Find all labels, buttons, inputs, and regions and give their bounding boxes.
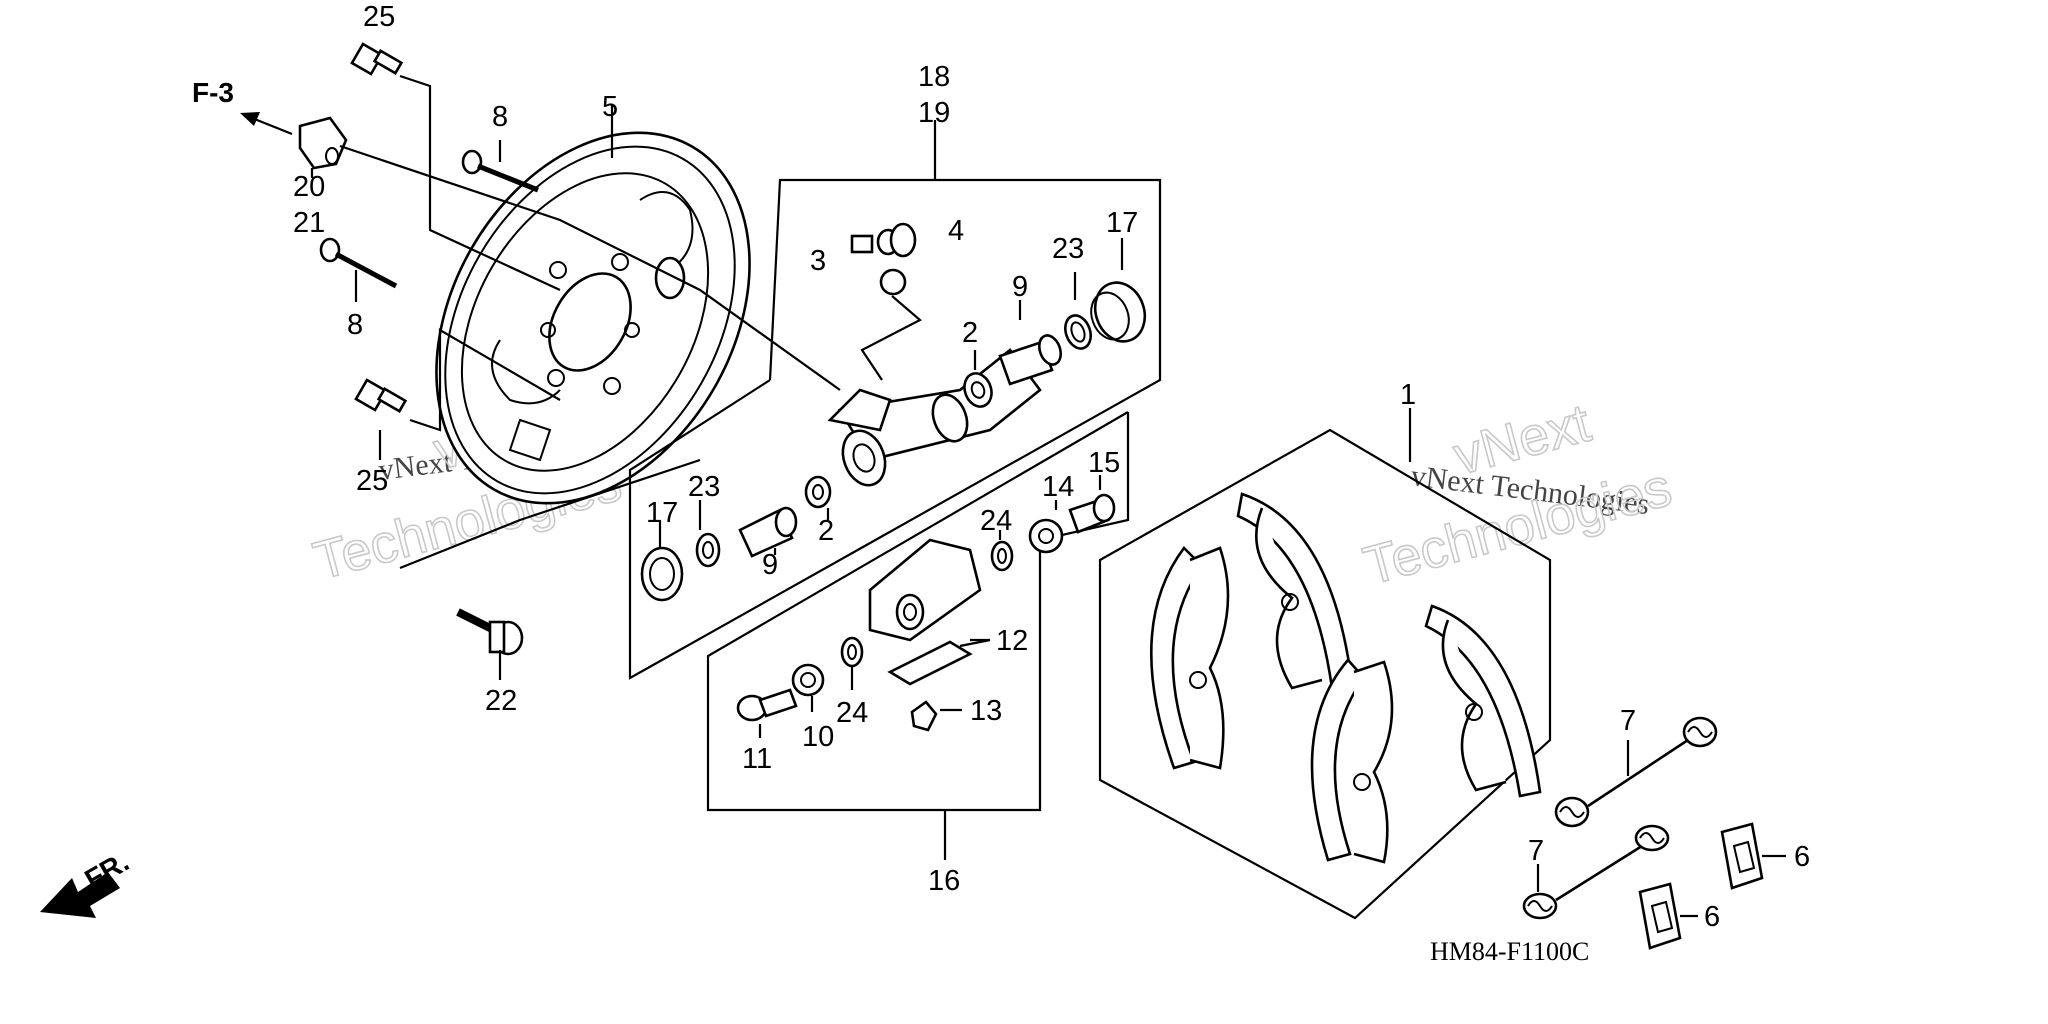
washer-24-upper bbox=[990, 540, 1014, 572]
spring-7-upper bbox=[1554, 716, 1718, 828]
screw-15 bbox=[1068, 493, 1116, 534]
ring-23-lower bbox=[695, 532, 721, 568]
spring-clip-6 bbox=[1720, 822, 1764, 890]
callout-labels: 25 8 5 20 21 8 25 22 18 19 3 4 2 9 23 17… bbox=[293, 1, 1810, 933]
callout-7: 7 bbox=[1620, 705, 1636, 737]
screw-11 bbox=[736, 688, 798, 722]
brake-shoe bbox=[1424, 604, 1542, 798]
callout-3: 3 bbox=[810, 245, 826, 277]
piston-9-upper bbox=[998, 334, 1063, 386]
star-wheel-10 bbox=[791, 663, 825, 697]
piston-9-lower bbox=[738, 506, 798, 558]
callout-19: 19 bbox=[918, 97, 950, 129]
clip-20 bbox=[298, 116, 348, 170]
callout-25: 25 bbox=[363, 1, 395, 33]
spring-clip-6 bbox=[1638, 882, 1682, 950]
adjuster-box bbox=[706, 411, 1130, 860]
washer-24-lower bbox=[840, 636, 864, 668]
arrow-icon bbox=[240, 112, 260, 126]
callout-22: 22 bbox=[485, 685, 517, 717]
brake-shoe bbox=[1310, 658, 1394, 864]
callout-9: 9 bbox=[762, 549, 778, 581]
callout-17: 17 bbox=[1106, 207, 1138, 239]
callout-2: 2 bbox=[818, 515, 834, 547]
cup-2-upper bbox=[963, 372, 993, 408]
callout-13: 13 bbox=[970, 695, 1002, 727]
bolt-22 bbox=[456, 608, 524, 656]
callout-2: 2 bbox=[962, 317, 978, 349]
callout-11: 11 bbox=[742, 743, 772, 775]
wheel-cylinder bbox=[827, 348, 1042, 487]
callout-14: 14 bbox=[1042, 471, 1074, 503]
bleeder-cap bbox=[879, 222, 917, 296]
drawing-code: HM84-F1100C bbox=[1430, 937, 1589, 966]
pin-8-lower bbox=[319, 237, 398, 289]
callout-9: 9 bbox=[1012, 271, 1028, 303]
callout-7: 7 bbox=[1528, 835, 1544, 867]
lever-12 bbox=[887, 638, 991, 686]
callout-25: 25 bbox=[356, 465, 388, 497]
boot-17-lower bbox=[640, 546, 684, 602]
callout-10: 10 bbox=[802, 721, 834, 753]
callout-4: 4 bbox=[948, 215, 964, 247]
bolt-25-lower bbox=[354, 378, 408, 413]
f3-direction-arrow: F-3 bbox=[192, 77, 293, 136]
front-arrow-icon bbox=[40, 872, 120, 918]
callout-8: 8 bbox=[492, 101, 508, 133]
callout-12: 12 bbox=[996, 625, 1028, 657]
front-direction-arrow: FR. bbox=[40, 846, 134, 918]
callout-16: 16 bbox=[928, 865, 960, 897]
brake-shoe bbox=[1236, 492, 1354, 690]
ring-23-upper bbox=[1064, 314, 1092, 350]
leader-lines-left bbox=[310, 74, 841, 680]
callout-20: 20 bbox=[293, 171, 325, 203]
callout-6: 6 bbox=[1704, 901, 1720, 933]
callout-15: 15 bbox=[1088, 447, 1120, 479]
callout-18: 18 bbox=[918, 61, 950, 93]
callout-8: 8 bbox=[347, 309, 363, 341]
adjuster-body bbox=[868, 538, 982, 642]
nipple-13 bbox=[910, 700, 938, 732]
leader-line bbox=[860, 295, 922, 381]
callout-24: 24 bbox=[836, 697, 868, 729]
boot-17-upper bbox=[1090, 281, 1147, 343]
wheel-cylinder-box bbox=[628, 120, 1162, 680]
callout-6: 6 bbox=[1794, 841, 1810, 873]
callout-21: 21 bbox=[293, 207, 325, 239]
brake-shoe bbox=[1150, 546, 1230, 770]
brake-shoe-box bbox=[1098, 408, 1552, 920]
cup-2-lower bbox=[804, 475, 832, 509]
bolt-25-top bbox=[350, 42, 404, 76]
callout-23: 23 bbox=[1052, 233, 1084, 265]
callout-1: 1 bbox=[1400, 379, 1416, 411]
star-wheel-14 bbox=[1028, 518, 1064, 554]
callout-5: 5 bbox=[602, 91, 618, 123]
callout-17: 17 bbox=[646, 497, 678, 529]
brake-panel bbox=[435, 131, 751, 505]
pin-8-top bbox=[461, 149, 539, 193]
callout-24: 24 bbox=[980, 505, 1012, 537]
f3-label: F-3 bbox=[192, 77, 234, 108]
callout-23: 23 bbox=[688, 471, 720, 503]
spring-7-lower bbox=[1522, 824, 1670, 920]
